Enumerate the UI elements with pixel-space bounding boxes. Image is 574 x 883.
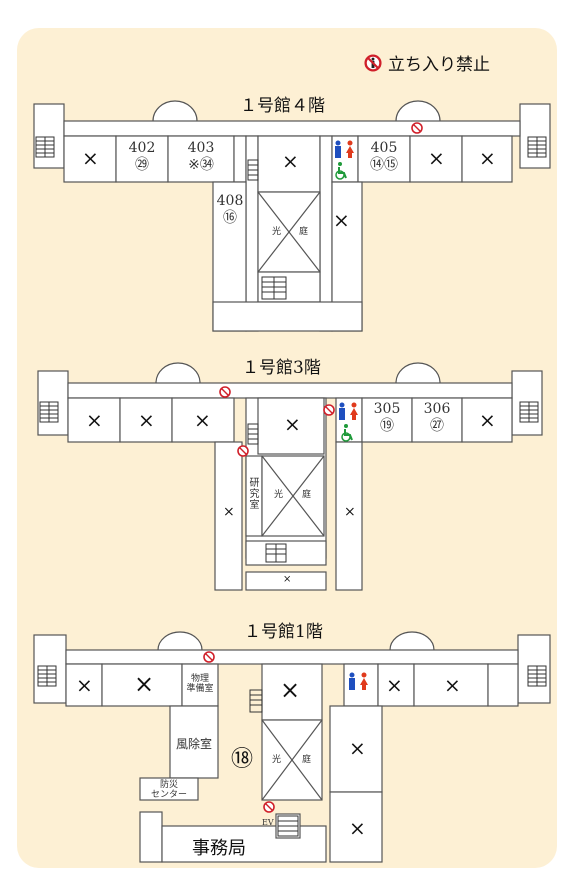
no-entry-icon (411, 122, 423, 134)
room-line: 準備室 (186, 684, 214, 694)
no-entry-person-icon (364, 53, 382, 72)
closed-mark: × (280, 676, 301, 704)
male-icon (349, 672, 355, 690)
female-icon (360, 672, 368, 690)
floor-1-mark: ⑱ (231, 747, 254, 772)
closed-mark: × (86, 408, 103, 432)
accessible-toilet-icon (335, 162, 347, 180)
floor-3-title: １号館3階 (242, 358, 321, 378)
closed-mark: × (349, 736, 366, 760)
room-disaster-center[interactable]: 防災センター (140, 780, 198, 800)
courtyard-char: 光 (274, 490, 284, 500)
closed-mark: × (444, 673, 461, 697)
floor-4-plan (33, 100, 551, 332)
room-line: 物理 (190, 674, 209, 684)
floor-4-title: １号館４階 (240, 96, 325, 116)
room-number: 305 (373, 401, 401, 417)
closed-mark: × (386, 673, 403, 697)
room-mark: ⑲ (380, 418, 394, 434)
accessible-toilet-icon (341, 424, 353, 442)
no-entry-icon (237, 445, 249, 457)
room-mark: ㉗ (430, 418, 444, 434)
no-entry-icon (203, 651, 215, 663)
courtyard-char: 光 (272, 227, 282, 237)
courtyard-char: 庭 (302, 755, 312, 765)
closed-mark: × (194, 408, 211, 432)
closed-mark: × (479, 146, 496, 170)
female-icon (346, 140, 354, 158)
floor-3-plan (37, 362, 543, 591)
no-entry-icon (323, 404, 335, 416)
courtyard-char: 庭 (302, 490, 312, 500)
room-number: 402 (128, 140, 156, 156)
closed-mark: × (138, 408, 155, 432)
room-lab[interactable]: 研究室 (249, 478, 260, 511)
room-mark: ㉙ (135, 157, 149, 173)
closed-mark: × (479, 408, 496, 432)
closed-mark: × (282, 149, 299, 173)
female-icon (350, 402, 358, 420)
floor-1-title: １号館1階 (244, 622, 323, 642)
closed-mark: × (223, 504, 235, 520)
room-mark: ※㉞ (188, 157, 214, 173)
elevator-label: EV (262, 818, 274, 827)
room-mark: ⑯ (223, 210, 237, 226)
male-icon (339, 402, 345, 420)
closed-mark: × (333, 208, 350, 232)
room-mark: ⑭⑮ (370, 157, 398, 173)
staircases (35, 136, 547, 837)
closed-mark: × (134, 670, 155, 698)
room-windbreak[interactable]: 風除室 (175, 737, 212, 751)
male-icon (335, 140, 341, 158)
floor-1-plan (33, 631, 551, 863)
closed-mark: × (344, 504, 356, 520)
closed-mark: × (349, 816, 366, 840)
room-403[interactable]: 403※㉞ (168, 140, 234, 174)
legend-label: 立ち入り禁止 (388, 55, 490, 75)
legend: 立ち入り禁止 (364, 50, 490, 75)
room-line: センター (150, 790, 187, 800)
closed-mark: × (283, 574, 292, 585)
room-number: 405 (370, 140, 398, 156)
courtyard-char: 庭 (299, 227, 309, 237)
no-entry-icon (219, 386, 231, 398)
room-office[interactable]: 事務局 (192, 838, 246, 859)
courtyard-char: 光 (272, 755, 282, 765)
restroom-icons (335, 140, 368, 690)
closed-mark: × (284, 412, 301, 436)
room-physics-prep[interactable]: 物理準備室 (182, 674, 218, 694)
room-number: 306 (423, 401, 451, 417)
closed-mark: × (76, 673, 93, 697)
no-entry-icon (263, 801, 275, 813)
no-entry-markers (203, 122, 423, 813)
room-line: 防災 (159, 780, 178, 790)
room-number: 408 (216, 193, 244, 209)
closed-mark: × (428, 146, 445, 170)
room-number: 403 (187, 140, 215, 156)
closed-mark: × (82, 146, 99, 170)
